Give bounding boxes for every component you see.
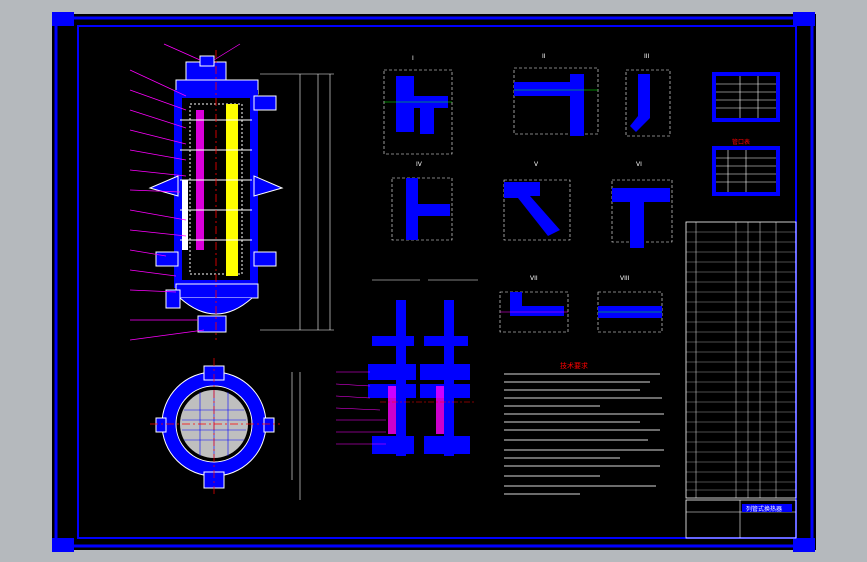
detail-view-I: I [383,55,453,155]
section-label-VII: VII [530,275,538,282]
section-label-VI: VI [636,161,642,168]
section-label-II: II [542,53,546,60]
title-block: 列管式换热器 [685,499,797,539]
section-label-VIII: VIII [620,275,630,282]
section-label-IV: IV [416,161,423,168]
detail-view-II: II [513,53,599,136]
vessel-elevation-view [129,43,334,341]
detail-view-VI: VI [611,161,673,248]
section-label-V: V [534,161,539,168]
notes-title: 技术要求 [560,361,588,370]
technical-notes: 技术要求 [504,361,664,495]
detail-view-VIII: VIII [597,275,663,333]
detail-view-IV: IV [391,161,453,241]
design-data-table [712,72,780,122]
vessel-plan-view [150,358,301,500]
nozzle-table-title: 管口表 [732,138,750,146]
parts-list [685,221,797,499]
detail-view-III: III [625,53,671,137]
title-block-name: 列管式换热器 [746,505,782,513]
outer-frame [54,16,814,548]
detail-view-VII: VII [499,275,569,333]
section-label-I: I [412,55,414,62]
nozzle-table: 管口表 [712,138,780,196]
section-label-III: III [644,53,650,60]
corner-markers [52,12,815,552]
tube-plate-details [335,279,478,456]
detail-view-V: V [503,161,571,241]
